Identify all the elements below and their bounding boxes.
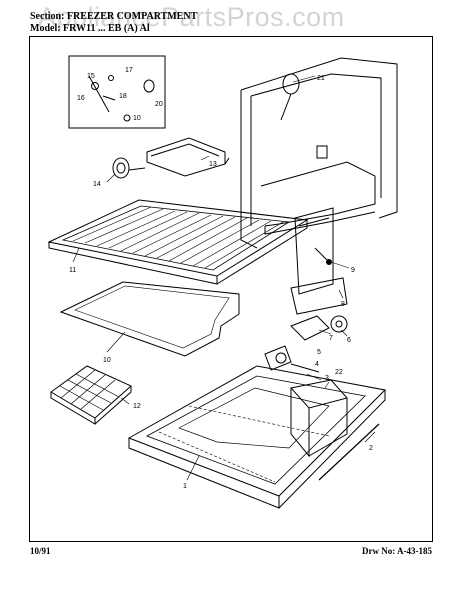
leader-lines xyxy=(72,75,376,481)
revision-date: 10/91 xyxy=(30,546,51,556)
callout-18: 18 xyxy=(119,93,127,100)
callout-20: 20 xyxy=(155,101,163,108)
ice-cube-tray xyxy=(50,365,132,425)
callout-8: 8 xyxy=(341,301,345,308)
callout-21: 21 xyxy=(317,75,325,82)
callout-14: 14 xyxy=(93,181,101,188)
callout-1: 1 xyxy=(183,483,187,490)
drain-gasket xyxy=(318,423,380,481)
callout-16: 16 xyxy=(77,95,85,102)
callout-7: 7 xyxy=(329,335,333,342)
callout-9: 9 xyxy=(351,267,355,274)
model-title: Model: FRW11 ... EB (A) Al xyxy=(30,23,150,34)
drawing-number: Drw No: A-43-185 xyxy=(362,546,432,556)
callout-17: 17 xyxy=(125,67,133,74)
drip-tray xyxy=(127,365,387,509)
callout-12: 12 xyxy=(133,403,141,410)
callout-10: 10 xyxy=(103,357,111,364)
callout-10-inset: 10 xyxy=(133,115,141,122)
wire-shelf xyxy=(47,199,309,285)
callout-3: 3 xyxy=(325,375,329,382)
light-socket xyxy=(112,157,146,179)
callout-13: 13 xyxy=(209,161,217,168)
inset-box xyxy=(68,55,166,129)
callout-2: 2 xyxy=(369,445,373,452)
callout-5: 5 xyxy=(317,349,321,356)
callout-22: 22 xyxy=(335,369,343,376)
callout-15: 15 xyxy=(87,73,95,80)
drawing-frame xyxy=(29,36,433,542)
callout-6: 6 xyxy=(347,337,351,344)
callout-4: 4 xyxy=(315,361,319,368)
section-title: Section: FREEZER COMPARTMENT xyxy=(30,11,198,22)
exploded-view-drawing: 21 13 14 11 10 12 1 8 9 7 6 5 4 3 22 2 1… xyxy=(47,55,398,509)
shelf-bracket xyxy=(146,137,230,177)
fan-motor-assembly xyxy=(264,315,348,373)
shelf-mat xyxy=(59,281,240,357)
callout-11: 11 xyxy=(69,267,76,274)
air-duct xyxy=(290,379,348,458)
